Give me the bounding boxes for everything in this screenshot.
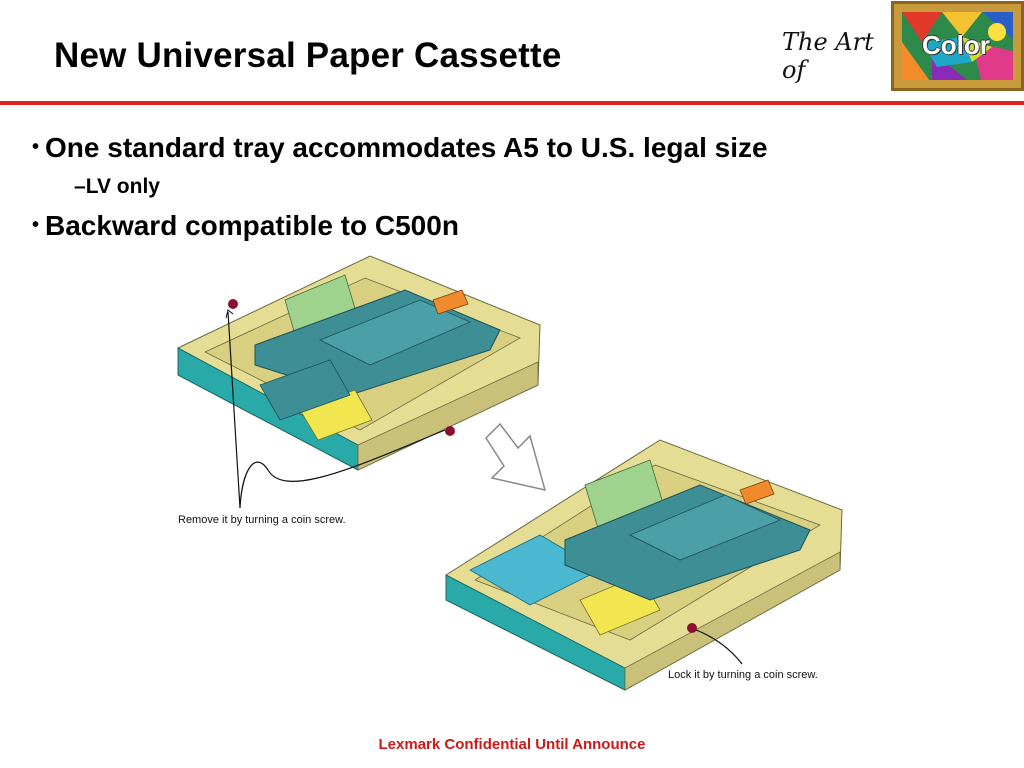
- bullet-dot-icon: •: [32, 214, 40, 236]
- art-of-color-logo: [891, 1, 1024, 91]
- logo-script-text: The Art of: [782, 28, 874, 84]
- bullet-dot-icon: •: [32, 136, 40, 158]
- sub-bullet-text: LV only: [85, 175, 160, 198]
- tray-removed-screw: [177, 255, 541, 471]
- direction-arrow-icon: [485, 422, 547, 492]
- confidential-footer: Lexmark Confidential Until Announce: [378, 736, 646, 753]
- bullet-item: •One standard tray accommodates A5 to U.…: [32, 132, 768, 164]
- caption-remove: Remove it by turning a coin screw.: [178, 514, 346, 526]
- logo-painting: [902, 12, 1013, 80]
- slide-title: New Universal Paper Cassette: [54, 36, 562, 75]
- logo-word: Color: [922, 30, 990, 60]
- title-divider: [0, 101, 1024, 105]
- callout-line-lock: [695, 629, 743, 665]
- sub-bullet-marker: –: [74, 175, 86, 198]
- bullet-item: •Backward compatible to C500n: [32, 210, 459, 242]
- caption-lock: Lock it by turning a coin screw.: [668, 669, 818, 681]
- bullet-text: Backward compatible to C500n: [45, 210, 459, 241]
- tray-locked-screw: [445, 439, 843, 691]
- callout-lines-remove: [225, 309, 446, 509]
- bullet-text: One standard tray accommodates A5 to U.S…: [45, 132, 768, 163]
- sub-bullet-item: –LV only: [74, 175, 160, 199]
